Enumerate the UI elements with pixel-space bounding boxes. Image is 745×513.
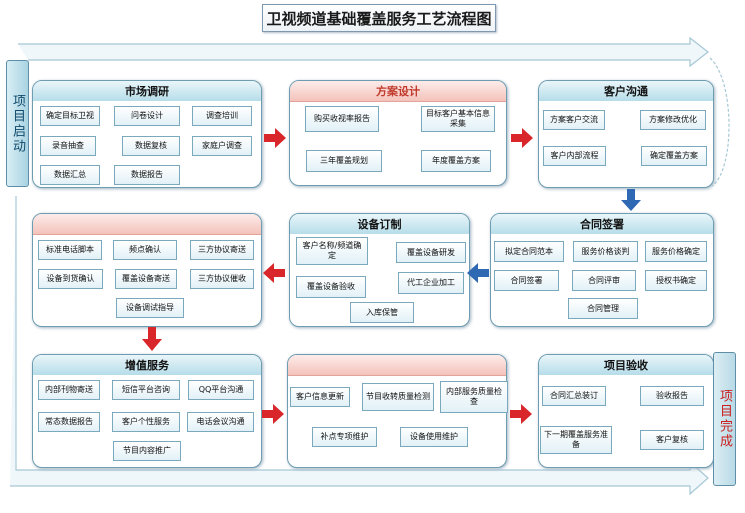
- step-box: 合同汇总装订: [542, 386, 606, 406]
- arrow-left-icon: [467, 263, 489, 283]
- panel-title: 客户沟通: [539, 81, 713, 101]
- step-box: 合同评审: [572, 270, 636, 291]
- step-box: 客户信息更新: [290, 387, 350, 407]
- step-box: 客户内部流程: [543, 146, 606, 166]
- step-box: 验收报告: [640, 386, 704, 406]
- step-box: 设备调试指导: [116, 298, 184, 318]
- step-box: 购买收视率报告: [305, 106, 379, 132]
- panel-title: 市场调研: [33, 81, 261, 101]
- step-box: 节目内容推广: [113, 441, 181, 461]
- diagram-title: 卫视频道基础覆盖服务工艺流程图: [262, 4, 496, 32]
- panel-quality-maintenance: [287, 354, 507, 468]
- step-box: 确定目标卫视: [40, 106, 100, 126]
- project-end-label: 项目完成: [713, 352, 736, 486]
- step-box: 服务价格确定: [645, 241, 707, 262]
- step-box: 设备到货确认: [38, 269, 103, 289]
- panel-customer-communication: 客户沟通: [538, 80, 714, 188]
- step-box: 覆盖设备寄送: [115, 269, 177, 289]
- step-box: 客户个性服务: [112, 412, 180, 432]
- arrow-right-icon: [510, 404, 532, 424]
- step-box: 方案客户交流: [543, 110, 605, 130]
- step-box: 三方协议催收: [190, 269, 254, 289]
- step-box: 授权书确定: [645, 270, 707, 291]
- panel-title: 合同签署: [491, 214, 713, 234]
- step-box: 设备使用维护: [400, 427, 468, 447]
- panel-title: 增值服务: [33, 355, 261, 375]
- step-box: 目标客户基本信息采集: [421, 106, 495, 132]
- step-box: QQ平台沟通: [188, 380, 254, 400]
- step-box: 服务价格谈判: [573, 241, 638, 262]
- step-box: 补点专项维护: [312, 427, 377, 447]
- arrow-right-icon: [511, 128, 533, 148]
- arrow-right-icon: [262, 404, 284, 424]
- step-box: 数据汇总: [40, 165, 100, 185]
- step-box: 合同签署: [494, 270, 559, 291]
- step-box: 电话会议沟通: [187, 412, 254, 432]
- arrow-right-icon: [264, 128, 286, 148]
- step-box: 方案修改优化: [640, 110, 706, 130]
- step-box: 家庭户调查: [192, 136, 252, 156]
- step-box: 常态数据报告: [38, 412, 100, 432]
- arrow-left-icon: [263, 263, 285, 283]
- step-box: 三年覆盖规划: [306, 150, 382, 172]
- loop-band: [10, 36, 730, 496]
- step-box: 数据报告: [114, 165, 180, 185]
- step-box: 内部刊物寄送: [38, 380, 100, 400]
- step-box: 代工企业加工: [398, 272, 464, 294]
- arrow-down-icon: [621, 189, 641, 211]
- panel-title: [288, 355, 506, 376]
- step-box: 短信平台咨询: [112, 380, 180, 400]
- project-start-label: 项目启动: [6, 60, 29, 187]
- step-box: 频点确认: [113, 240, 177, 260]
- step-box: 问卷设计: [114, 106, 180, 126]
- step-box: 拟定合同范本: [494, 241, 564, 262]
- step-box: 入库保管: [350, 302, 414, 323]
- step-box: 三方协议寄送: [190, 240, 254, 260]
- step-box: 数据复核: [122, 136, 180, 156]
- panel-title: [33, 214, 261, 235]
- panel-title: 方案设计: [290, 81, 506, 102]
- arrow-down-icon: [142, 327, 162, 351]
- step-box: 下一期覆盖服务准备: [540, 426, 612, 454]
- panel-title: 设备订制: [290, 214, 469, 234]
- step-box: 标准电话脚本: [38, 240, 102, 260]
- step-box: 覆盖设备研发: [396, 242, 466, 263]
- step-box: 确定覆盖方案: [641, 146, 707, 166]
- step-box: 内部服务质量检查: [440, 381, 508, 413]
- step-box: 节目收转质量检测: [362, 383, 434, 411]
- step-box: 客户复核: [640, 430, 704, 450]
- step-box: 年度覆盖方案: [421, 150, 491, 172]
- step-box: 调查培训: [192, 106, 252, 126]
- step-box: 录音抽查: [40, 136, 96, 156]
- step-box: 客户名称/频道确定: [296, 237, 368, 265]
- step-box: 合同管理: [568, 298, 638, 319]
- panel-title: 项目验收: [539, 355, 713, 375]
- step-box: 覆盖设备验收: [296, 276, 366, 298]
